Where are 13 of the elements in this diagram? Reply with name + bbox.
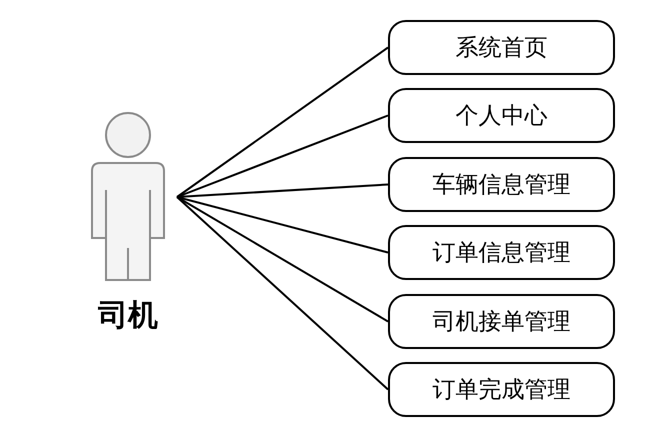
use-case-box: 个人中心	[388, 88, 615, 143]
connector-line	[176, 196, 388, 322]
use-case-box: 订单信息管理	[388, 225, 615, 280]
actor-label: 司机	[97, 298, 159, 334]
use-case-box: 司机接单管理	[388, 294, 615, 349]
connector-line	[176, 114, 388, 198]
connector-line	[176, 196, 389, 390]
use-case-box: 车辆信息管理	[388, 157, 615, 212]
connector-line	[176, 46, 389, 198]
use-case-box: 订单完成管理	[388, 362, 615, 417]
use-case-box: 系统首页	[388, 20, 615, 75]
connector-line	[176, 184, 388, 198]
connector-line	[176, 196, 388, 254]
